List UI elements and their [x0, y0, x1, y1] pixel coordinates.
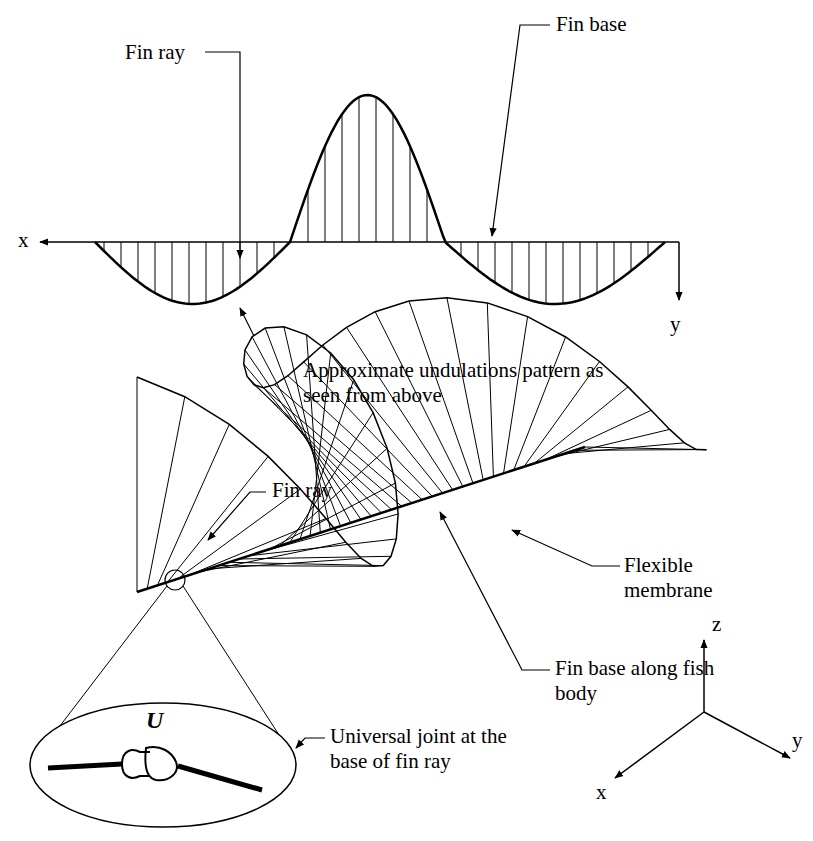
membrane-patch	[575, 447, 707, 450]
label: z	[712, 612, 721, 637]
label: Fin base along fish body	[555, 656, 715, 706]
label: x	[596, 780, 607, 805]
fin-ray	[308, 190, 309, 242]
label: x	[18, 228, 29, 253]
universal-joint	[145, 747, 177, 780]
membrane-edge	[137, 298, 707, 567]
fin-ray	[563, 242, 564, 304]
fin-ray	[223, 242, 224, 297]
leader-line	[492, 25, 550, 236]
label: Fin ray	[272, 478, 332, 503]
fin-ray	[447, 298, 483, 480]
fin-ray	[585, 447, 707, 450]
label: Fin base	[556, 12, 627, 37]
fin-ray	[342, 114, 343, 242]
fin-ray	[614, 242, 615, 283]
x-axis	[615, 712, 704, 778]
fin-ray	[172, 242, 173, 301]
label: Universal joint at the base of fin ray	[330, 724, 530, 774]
fin-ray	[580, 242, 581, 300]
fin-ray	[138, 242, 139, 282]
label: Fin ray	[125, 40, 185, 65]
y-axis-top	[678, 242, 680, 300]
fin-ray	[544, 410, 651, 460]
label: U	[146, 706, 163, 734]
fin-ray	[427, 190, 428, 242]
fin-ray	[206, 242, 207, 303]
membrane-patch	[555, 429, 685, 457]
leader-line	[208, 492, 266, 540]
fin-ray	[529, 242, 530, 300]
flexible-membrane	[137, 298, 707, 592]
x-axis-top	[40, 241, 679, 243]
fin-ray	[274, 242, 275, 258]
fin-ray	[359, 97, 360, 242]
fin-ray	[546, 242, 547, 304]
fin-ray	[514, 337, 566, 470]
fin-rays-top	[104, 97, 648, 304]
fin-ray	[487, 303, 493, 477]
fin-ray	[137, 377, 138, 592]
fin-ray	[347, 327, 453, 490]
fin-ray	[393, 114, 394, 242]
fin-ray	[495, 242, 496, 283]
fin-ray	[257, 242, 258, 273]
fin-rays-3d	[137, 298, 707, 592]
leader-line	[512, 530, 620, 566]
fin-ray	[188, 519, 326, 576]
fin-ray	[478, 242, 479, 270]
fin-ray	[155, 242, 156, 293]
joint-detail	[30, 703, 296, 827]
membrane-patch	[447, 298, 494, 480]
fin-ray	[631, 242, 632, 271]
fin-ray	[325, 146, 326, 242]
joint-marker	[165, 570, 185, 590]
ray-rod	[48, 764, 122, 768]
fin-ray	[229, 562, 384, 565]
fin-ray	[597, 242, 598, 293]
fin-ray	[504, 317, 528, 474]
fin-ray	[265, 328, 340, 526]
label: y	[670, 312, 681, 337]
leader-line	[296, 738, 325, 748]
fin-ray	[147, 397, 185, 589]
label: y	[792, 728, 803, 753]
ray-rod	[178, 766, 262, 790]
undulation-curve	[95, 95, 665, 304]
fin-ray	[410, 146, 411, 242]
label: Flexible membrane	[624, 553, 744, 603]
fin-ray	[648, 242, 649, 257]
fin-ray	[189, 242, 190, 304]
label: Approximate undulations pattern as seen …	[303, 358, 613, 408]
leader-line	[205, 52, 240, 258]
fin-ray	[157, 424, 229, 585]
fin-ray	[376, 97, 377, 242]
fin-ray	[512, 242, 513, 293]
fin-ray	[239, 556, 391, 559]
fin-ray	[461, 242, 462, 256]
fin-ray	[121, 242, 122, 267]
y-axis	[704, 712, 790, 758]
leader-line	[440, 512, 550, 670]
fin-base	[137, 447, 585, 592]
